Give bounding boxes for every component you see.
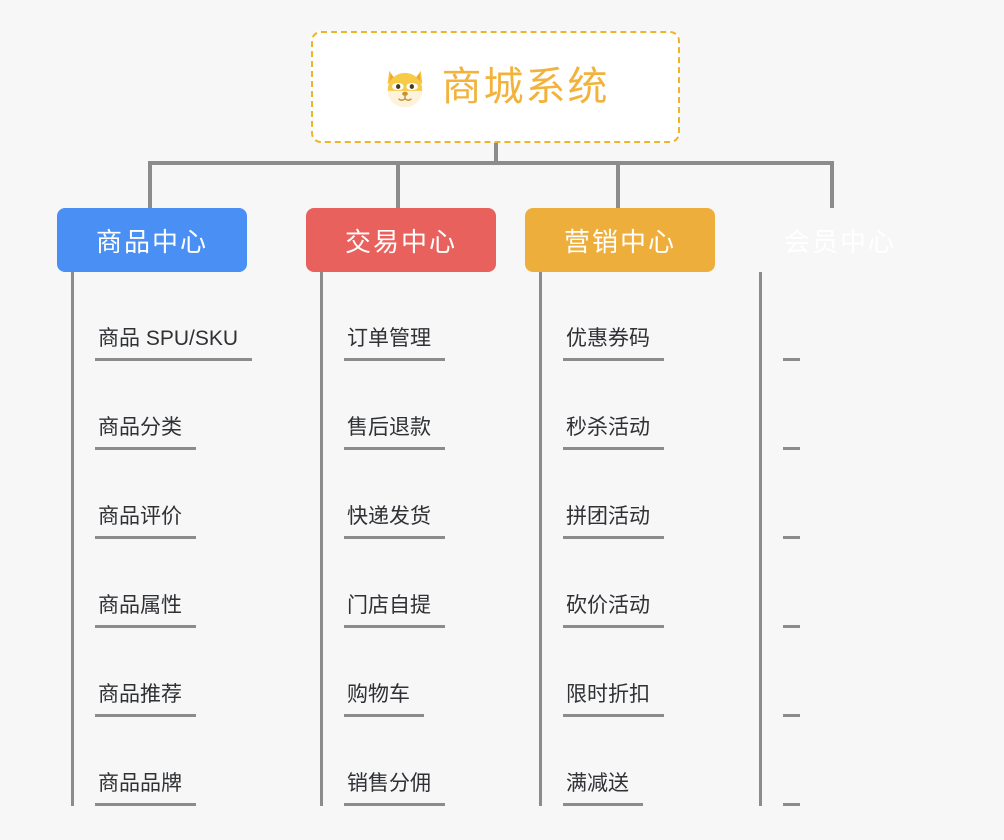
leaf-label: [783, 619, 800, 628]
root-node[interactable]: 商城系统: [311, 31, 680, 143]
leaf-item[interactable]: 售后退款: [323, 361, 496, 450]
leaf-item[interactable]: 秒杀活动: [542, 361, 715, 450]
leaf-label: 商品推荐: [95, 682, 196, 717]
connector-drop-1: [148, 161, 152, 208]
leaf-item[interactable]: [762, 628, 935, 717]
connector-drop-3: [616, 161, 620, 208]
category-label: 商品中心: [95, 226, 208, 257]
leaf-item[interactable]: 门店自提: [323, 539, 496, 628]
connector-drop-2: [396, 161, 400, 208]
root-title: 商城系统: [441, 65, 610, 109]
leaf-label: [783, 530, 800, 539]
leaf-item[interactable]: 订单管理: [323, 272, 496, 361]
category-node-3[interactable]: 营销中心: [525, 208, 715, 272]
leaf-label: 优惠券码: [563, 326, 664, 361]
leaf-label: 销售分佣: [344, 771, 445, 806]
leaf-label: [783, 797, 800, 806]
leaf-item[interactable]: [762, 272, 935, 361]
leaf-label: [783, 441, 800, 450]
leaf-label: 售后退款: [344, 415, 445, 450]
leaf-label: 购物车: [344, 682, 424, 717]
leaf-item[interactable]: [762, 450, 935, 539]
leaf-label: 商品品牌: [95, 771, 196, 806]
connector-root-stub: [494, 143, 498, 164]
dog-face-icon: [382, 65, 428, 111]
leaf-label: 满减送: [563, 771, 643, 806]
category-label: 营销中心: [563, 226, 676, 257]
leaf-item[interactable]: 砍价活动: [542, 539, 715, 628]
leaf-label: 砍价活动: [563, 593, 664, 628]
leaf-label: [783, 708, 800, 717]
leaf-item[interactable]: 商品推荐: [74, 628, 247, 717]
category-node-4[interactable]: 会员中心: [745, 208, 935, 272]
category-label: 会员中心: [783, 226, 896, 257]
leaf-list-3: 优惠券码 秒杀活动 拼团活动 砍价活动 限时折扣 满减送: [539, 272, 715, 806]
branch-column-4: 会员中心: [745, 208, 935, 806]
leaf-item[interactable]: 快递发货: [323, 450, 496, 539]
branch-column-1: 商品中心 商品 SPU/SKU 商品分类 商品评价 商品属性 商品推荐 商品品牌: [57, 208, 253, 806]
leaf-label: 快递发货: [344, 504, 445, 539]
leaf-item[interactable]: 优惠券码: [542, 272, 715, 361]
leaf-item[interactable]: 拼团活动: [542, 450, 715, 539]
category-node-2[interactable]: 交易中心: [306, 208, 496, 272]
leaf-item[interactable]: 商品品牌: [74, 717, 247, 806]
leaf-label: 订单管理: [344, 326, 445, 361]
leaf-label: [783, 352, 800, 361]
leaf-label: 秒杀活动: [563, 415, 664, 450]
leaf-item[interactable]: [762, 539, 935, 628]
category-node-1[interactable]: 商品中心: [57, 208, 247, 272]
leaf-label: 商品 SPU/SKU: [95, 326, 253, 361]
leaf-list-2: 订单管理 售后退款 快递发货 门店自提 购物车 销售分佣: [320, 272, 496, 806]
branch-column-3: 营销中心 优惠券码 秒杀活动 拼团活动 砍价活动 限时折扣 满减送: [525, 208, 715, 806]
leaf-list-1: 商品 SPU/SKU 商品分类 商品评价 商品属性 商品推荐 商品品牌: [71, 272, 253, 806]
branch-column-2: 交易中心 订单管理 售后退款 快递发货 门店自提 购物车 销售分佣: [306, 208, 496, 806]
leaf-item[interactable]: 商品属性: [74, 539, 247, 628]
leaf-item[interactable]: [762, 361, 935, 450]
leaf-label: 门店自提: [344, 593, 445, 628]
leaf-label: 商品评价: [95, 504, 196, 539]
leaf-label: 商品分类: [95, 415, 196, 450]
leaf-item[interactable]: [762, 717, 935, 806]
leaf-list-4: [759, 272, 935, 806]
leaf-item[interactable]: 销售分佣: [323, 717, 496, 806]
leaf-label: 商品属性: [95, 593, 196, 628]
connector-horizontal-bus: [148, 161, 834, 165]
leaf-item[interactable]: 满减送: [542, 717, 715, 806]
leaf-item[interactable]: 商品分类: [74, 361, 247, 450]
leaf-item[interactable]: 限时折扣: [542, 628, 715, 717]
leaf-label: 限时折扣: [563, 682, 664, 717]
leaf-label: 拼团活动: [563, 504, 664, 539]
leaf-item[interactable]: 商品评价: [74, 450, 247, 539]
leaf-item[interactable]: 商品 SPU/SKU: [74, 272, 253, 361]
category-label: 交易中心: [344, 226, 457, 257]
leaf-item[interactable]: 购物车: [323, 628, 496, 717]
connector-drop-4: [830, 161, 834, 208]
